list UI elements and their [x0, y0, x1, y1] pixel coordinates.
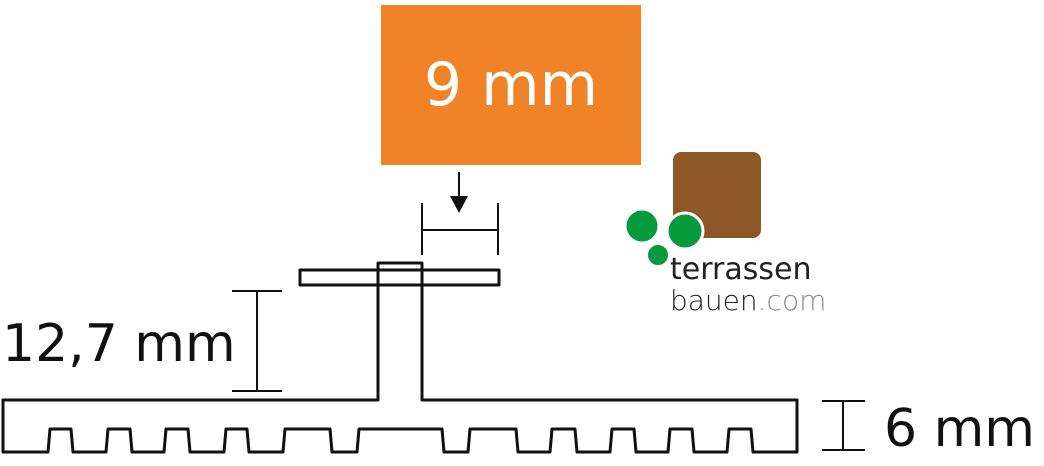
gap-dimension: [421, 172, 499, 255]
logo-text-line2: bauen.com: [670, 284, 826, 317]
gap-label: 9 mm: [423, 50, 599, 120]
thickness-dimension: [822, 400, 865, 451]
height-dimension: [232, 290, 282, 392]
thickness-label: 6 mm: [884, 399, 1035, 459]
logo-circle: [665, 211, 705, 251]
logo-word: bauen: [670, 284, 758, 317]
height-label: 12,7 mm: [2, 314, 236, 374]
logo-circle: [623, 207, 661, 245]
gap-badge: 9 mm: [381, 5, 641, 165]
logo-suffix: .com: [757, 284, 827, 317]
clip-flange: [298, 268, 501, 287]
logo-text-line1: terrassen: [670, 252, 812, 287]
logo-circle: [646, 243, 670, 267]
arrow-down-icon: [450, 196, 468, 213]
board-profile: [1, 261, 799, 454]
